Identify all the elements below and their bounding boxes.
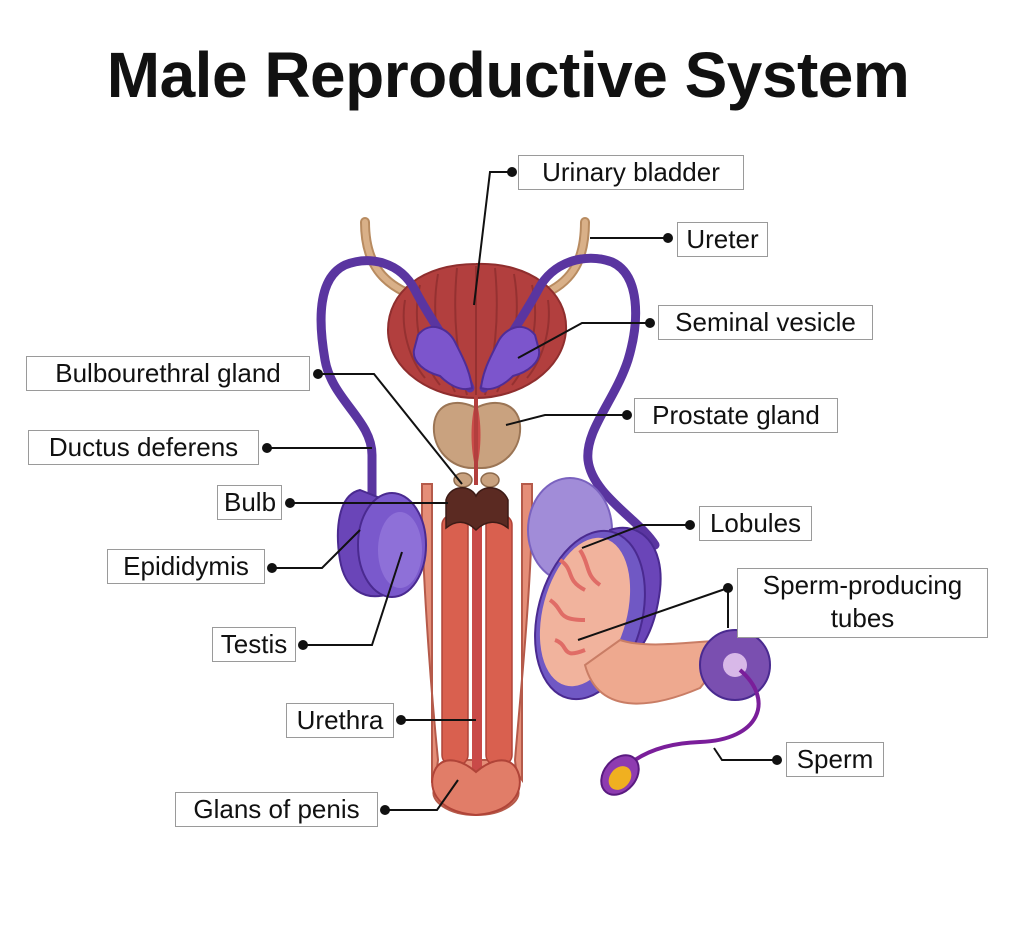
page-title: Male Reproductive System bbox=[106, 39, 910, 111]
label-lobules: Lobules bbox=[699, 506, 812, 541]
corpus-right bbox=[485, 514, 513, 766]
bulbourethral-gland-left bbox=[453, 472, 473, 488]
label-seminal-vesicle: Seminal vesicle bbox=[658, 305, 873, 340]
label-sperm-producing-tubes: Sperm-producing tubes bbox=[737, 568, 988, 638]
label-glans-of-penis: Glans of penis bbox=[175, 792, 378, 827]
label-sperm: Sperm bbox=[786, 742, 884, 777]
label-urinary-bladder: Urinary bladder bbox=[518, 155, 744, 190]
label-ureter: Ureter bbox=[677, 222, 768, 257]
ureter-left-fill bbox=[362, 219, 408, 295]
glans-of-penis bbox=[431, 759, 521, 817]
leader-dots bbox=[262, 167, 782, 815]
label-bulbourethral-gland: Bulbourethral gland bbox=[26, 356, 310, 391]
lobules bbox=[548, 548, 602, 656]
label-sperm-producing-tubes-line2: tubes bbox=[830, 603, 895, 633]
leader-lines bbox=[267, 171, 777, 811]
bulb bbox=[445, 487, 509, 532]
bulbourethral-gland-right bbox=[480, 472, 500, 488]
ureter-right-fill bbox=[545, 219, 588, 295]
label-prostate-gland: Prostate gland bbox=[634, 398, 838, 433]
label-urethra: Urethra bbox=[286, 703, 394, 738]
label-bulb: Bulb bbox=[217, 485, 282, 520]
penile-urethra bbox=[472, 505, 482, 795]
label-ductus-deferens: Ductus deferens bbox=[28, 430, 259, 465]
sperm-tail bbox=[633, 668, 761, 762]
seminal-vesicle-left bbox=[412, 325, 474, 390]
ductus-deferens-right bbox=[479, 253, 660, 550]
label-sperm-producing-tubes-line1: Sperm-producing bbox=[762, 570, 963, 600]
seminal-vesicle-right bbox=[479, 325, 541, 390]
label-epididymis: Epididymis bbox=[107, 549, 265, 584]
sperm-producing-tube bbox=[583, 638, 741, 705]
corpus-left bbox=[441, 514, 469, 766]
label-testis: Testis bbox=[212, 627, 296, 662]
ductus-deferens-left bbox=[316, 256, 475, 500]
penis-shaft bbox=[421, 483, 533, 817]
